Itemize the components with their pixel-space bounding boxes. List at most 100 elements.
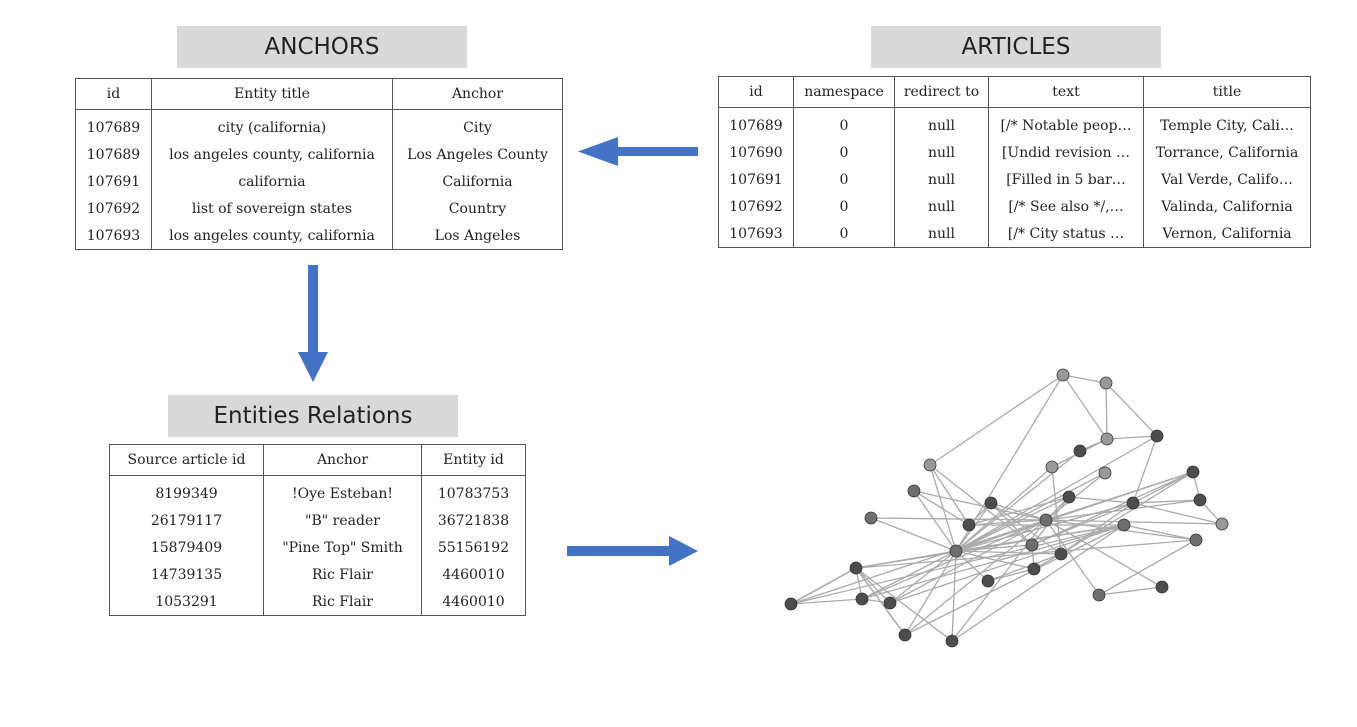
arrow-right-icon [567, 536, 698, 566]
table-header-row: Source article id Anchor Entity id [109, 444, 526, 476]
graph-edge [904, 550, 957, 636]
table-cell: 55156192 [421, 534, 526, 561]
table-cell: null [894, 166, 989, 193]
table-cell: Torrance, California [1143, 139, 1311, 166]
table-cell: Ric Flair [263, 588, 422, 616]
graph-node [1189, 533, 1203, 547]
graph-edge [955, 472, 1106, 552]
table-cell: list of sovereign states [151, 195, 393, 222]
graph-node [1025, 538, 1039, 552]
table-cell: Country [392, 195, 563, 222]
articles-title: ARTICLES [871, 26, 1161, 68]
column-header: title [1143, 76, 1311, 108]
column-header: Source article id [109, 444, 264, 476]
graph-edge [1105, 382, 1158, 437]
graph-edge [987, 568, 1035, 582]
graph-edge [1045, 519, 1163, 588]
graph-node [984, 496, 998, 510]
graph-node [962, 518, 976, 532]
table-cell: [/* City status … [988, 220, 1144, 248]
table-row: 107693 los angeles county, california Lo… [75, 222, 563, 250]
table-cell: 107690 [718, 139, 794, 166]
column-header: Entity title [151, 78, 393, 110]
table-cell: 107692 [718, 193, 794, 220]
table-row: 1053291 Ric Flair 4460010 [109, 588, 526, 616]
graph-node [1054, 547, 1068, 561]
graph-node [1193, 493, 1207, 507]
column-header: Anchor [263, 444, 422, 476]
table-cell: "B" reader [263, 507, 422, 534]
graph-node [784, 597, 798, 611]
graph-edge [1031, 471, 1194, 546]
graph-edge [1060, 502, 1134, 555]
graph-edge [955, 550, 1035, 570]
graph-node [883, 596, 897, 610]
anchors-title: ANCHORS [177, 26, 467, 68]
graph-edge [913, 490, 1047, 521]
table-cell: 107691 [718, 166, 794, 193]
graph-edge [987, 553, 1062, 582]
table-cell: california [151, 168, 393, 195]
relations-title: Entities Relations [168, 395, 458, 437]
column-header: Entity id [421, 444, 526, 476]
table-row: 107690 0 null [Undid revision … Torrance… [718, 139, 1311, 166]
graph-edge [1132, 435, 1158, 504]
graph-edge [904, 524, 1125, 636]
graph-edge [951, 524, 1125, 642]
graph-edge [968, 519, 1047, 526]
graph-edge [955, 496, 1070, 552]
graph-node [1117, 518, 1131, 532]
table-row: 14739135 Ric Flair 4460010 [109, 561, 526, 588]
column-header: text [988, 76, 1144, 108]
graph-node [898, 628, 912, 642]
arrow-down-icon [298, 265, 328, 382]
table-cell: 107693 [75, 222, 152, 250]
table-cell: 107689 [75, 141, 152, 168]
graph-node [949, 544, 963, 558]
table-cell: City [392, 109, 563, 141]
table-cell: 8199349 [109, 475, 264, 507]
graph-edge [855, 550, 957, 569]
table-cell: null [894, 139, 989, 166]
graph-edge [1062, 374, 1107, 384]
graph-edge [1068, 496, 1134, 504]
table-cell: [/* Notable peop… [988, 107, 1144, 139]
graph-edge [1060, 471, 1194, 555]
graph-edge [1045, 519, 1100, 596]
table-cell: Los Angeles [392, 222, 563, 250]
graph-node [1126, 496, 1140, 510]
table-cell: Ric Flair [263, 561, 422, 588]
table-cell: Temple City, Cali… [1143, 107, 1311, 139]
graph-edge [870, 517, 957, 552]
graph-edge [929, 374, 1064, 466]
graph-edge [968, 496, 1070, 526]
graph-node [1150, 429, 1164, 443]
table-cell: 107691 [75, 168, 152, 195]
graph-node [1073, 444, 1087, 458]
table-cell: Vernon, California [1143, 220, 1311, 248]
table-cell: null [894, 107, 989, 139]
table-cell: 4460010 [421, 561, 526, 588]
graph-edge [904, 519, 1047, 636]
table-cell: "Pine Top" Smith [263, 534, 422, 561]
graph-nodes [784, 368, 1229, 648]
column-header: id [75, 78, 152, 110]
graph-edge [861, 524, 1125, 600]
graph-edge [1098, 586, 1163, 596]
table-row: 107689 los angeles county, california Lo… [75, 141, 563, 168]
graph-edge [790, 598, 863, 605]
graph-edge [1106, 435, 1158, 440]
table-cell: los angeles county, california [151, 222, 393, 250]
graph-node [855, 592, 869, 606]
table-cell: 10783753 [421, 475, 526, 507]
table-cell: 107693 [718, 220, 794, 248]
arrow-left-icon [578, 137, 698, 166]
graph-edge [955, 450, 1081, 552]
column-header: Anchor [392, 78, 563, 110]
table-cell: Los Angeles County [392, 141, 563, 168]
graph-node [864, 511, 878, 525]
graph-edge [990, 502, 1033, 546]
table-cell: 0 [793, 220, 895, 248]
graph-edge [1045, 472, 1106, 521]
